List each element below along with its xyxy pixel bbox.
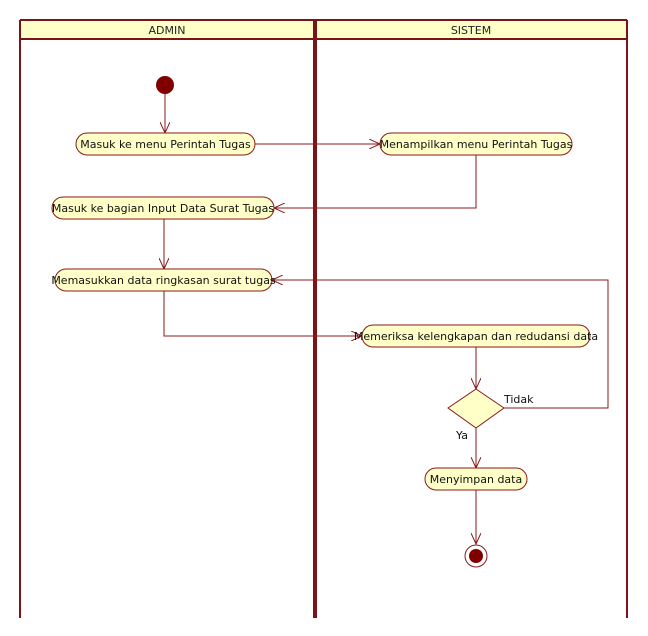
swimlane-borders (19, 19, 628, 618)
flow-decision-no-loop (272, 280, 609, 409)
action-label: Memasukkan data ringkasan surat tugas (51, 274, 276, 287)
swimlane-admin-title: ADMIN (149, 24, 186, 37)
action-label: Menampilkan menu Perintah Tugas (380, 138, 573, 151)
action-label: Memeriksa kelengkapan dan redudansi data (354, 330, 598, 343)
guard-ya-label: Ya (455, 429, 468, 442)
action-node-shape (424, 467, 528, 491)
action-label: Masuk ke bagian Input Data Surat Tugas (52, 202, 275, 215)
action-node-shape (379, 132, 573, 156)
action-node-shape (75, 132, 256, 156)
swimlane-sistem: SISTEM (316, 20, 626, 39)
action-masuk-bagian-input-data: Masuk ke bagian Input Data Surat Tugas (51, 196, 275, 220)
action-node-shape (54, 268, 273, 292)
initial-node (156, 76, 174, 94)
action-label: Menyimpan data (430, 473, 522, 486)
swimlane-admin-header (20, 20, 314, 39)
action-memeriksa-kelengkapan: Memeriksa kelengkapan dan redudansi data (354, 324, 598, 348)
flow-s1-to-a2 (274, 154, 477, 208)
final-node-core (469, 549, 483, 563)
flow-a3-to-s2 (163, 291, 362, 336)
guard-tidak-label: Tidak (503, 393, 534, 406)
swimlane-sistem-title: SISTEM (451, 24, 491, 37)
action-node-shape (361, 324, 591, 348)
action-node-shape (51, 196, 275, 220)
action-menampilkan-menu-perintah-tugas: Menampilkan menu Perintah Tugas (379, 132, 573, 156)
action-label: Masuk ke menu Perintah Tugas (80, 138, 251, 151)
action-menyimpan-data: Menyimpan data (424, 467, 528, 491)
action-masuk-menu-perintah-tugas: Masuk ke menu Perintah Tugas (75, 132, 256, 156)
swimlane-sistem-header (316, 20, 626, 39)
swimlane-admin: ADMIN (20, 20, 314, 39)
action-memasukkan-data-ringkasan: Memasukkan data ringkasan surat tugas (51, 268, 276, 292)
decision-node (447, 388, 505, 429)
final-node (464, 544, 488, 568)
flows (163, 94, 609, 544)
